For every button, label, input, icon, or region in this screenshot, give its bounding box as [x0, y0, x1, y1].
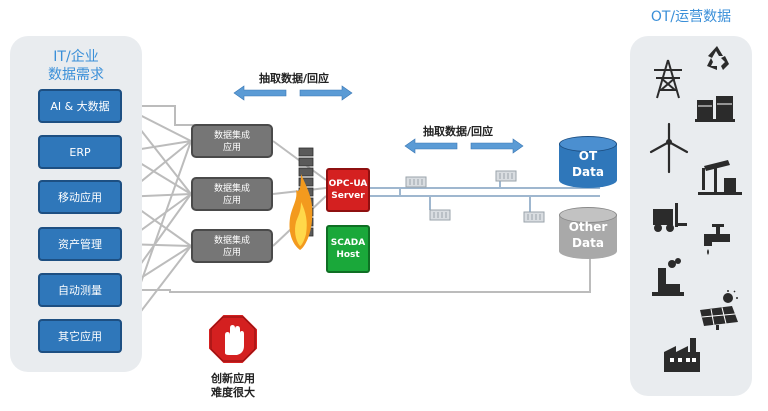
opc-ua-server-line1: OPC-UA [328, 179, 368, 189]
it-panel-title: IT/企业 数据需求 [10, 48, 142, 84]
other-data-line1: Other [568, 220, 608, 234]
network-node-icon [429, 209, 451, 221]
power-tower-icon [654, 59, 682, 99]
opc-ua-server[interactable]: OPC-UA Server [326, 168, 370, 212]
it-panel-title-line1: IT/企业 [53, 49, 99, 65]
recycle-icon [707, 46, 729, 70]
ot-data-line2: Data [572, 165, 604, 179]
integration-box-3-line2: 应用 [222, 248, 241, 258]
integration-box-2-line1: 数据集成 [213, 184, 250, 194]
flame-icon [289, 174, 313, 250]
ot-panel-title: OT/运营数据 [650, 9, 732, 25]
stop-caption-line1: 创新应用 [211, 372, 255, 385]
scada-host-line1: SCADA [330, 238, 366, 248]
integration-box-1[interactable]: 数据集成 应用 [191, 124, 273, 158]
scada-host[interactable]: SCADA Host [326, 225, 370, 273]
other-data-line2: Data [572, 236, 604, 250]
it-panel-title-line2: 数据需求 [48, 67, 104, 83]
solar-panel-icon [700, 290, 738, 330]
other-data-db[interactable]: Other Data [559, 207, 617, 259]
extract-arrows-left [233, 85, 353, 101]
it-button-asset[interactable]: 资产管理 [38, 227, 122, 261]
network-node-icon [495, 170, 517, 182]
stop-hand-icon [207, 313, 259, 365]
integration-box-1-line1: 数据集成 [213, 131, 250, 141]
ot-data-line1: OT [578, 149, 598, 163]
extract-label-right: 抽取数据/回应 [423, 125, 494, 138]
it-button-ai[interactable]: AI & 大数据 [38, 89, 122, 123]
it-button-erp[interactable]: ERP [38, 135, 122, 169]
it-button-mobile[interactable]: 移动应用 [38, 180, 122, 214]
storage-tanks-icon [695, 96, 735, 122]
it-button-other[interactable]: 其它应用 [38, 319, 122, 353]
integration-box-2-line2: 应用 [222, 196, 241, 206]
integration-box-3[interactable]: 数据集成 应用 [191, 229, 273, 263]
opc-ua-server-line2: Server [331, 191, 365, 201]
network-node-icon [523, 211, 545, 223]
extract-arrows-right [404, 138, 524, 154]
ot-data-db[interactable]: OT Data [559, 136, 617, 188]
network-node-icon [405, 176, 427, 188]
forklift-icon [653, 203, 687, 232]
it-button-metering[interactable]: 自动测量 [38, 273, 122, 307]
wind-turbine-icon [649, 122, 689, 174]
stop-caption-line2: 难度很大 [211, 386, 255, 399]
factory-icon [664, 338, 700, 372]
chimney-icon [652, 258, 684, 296]
water-tap-icon [704, 224, 730, 255]
integration-box-3-line1: 数据集成 [213, 236, 250, 246]
oil-pump-icon [698, 160, 742, 195]
integration-box-1-line2: 应用 [222, 143, 241, 153]
integration-box-2[interactable]: 数据集成 应用 [191, 177, 273, 211]
scada-host-line2: Host [336, 250, 360, 260]
stop-caption: 创新应用 难度很大 [195, 372, 271, 400]
extract-label-left: 抽取数据/回应 [259, 72, 330, 85]
